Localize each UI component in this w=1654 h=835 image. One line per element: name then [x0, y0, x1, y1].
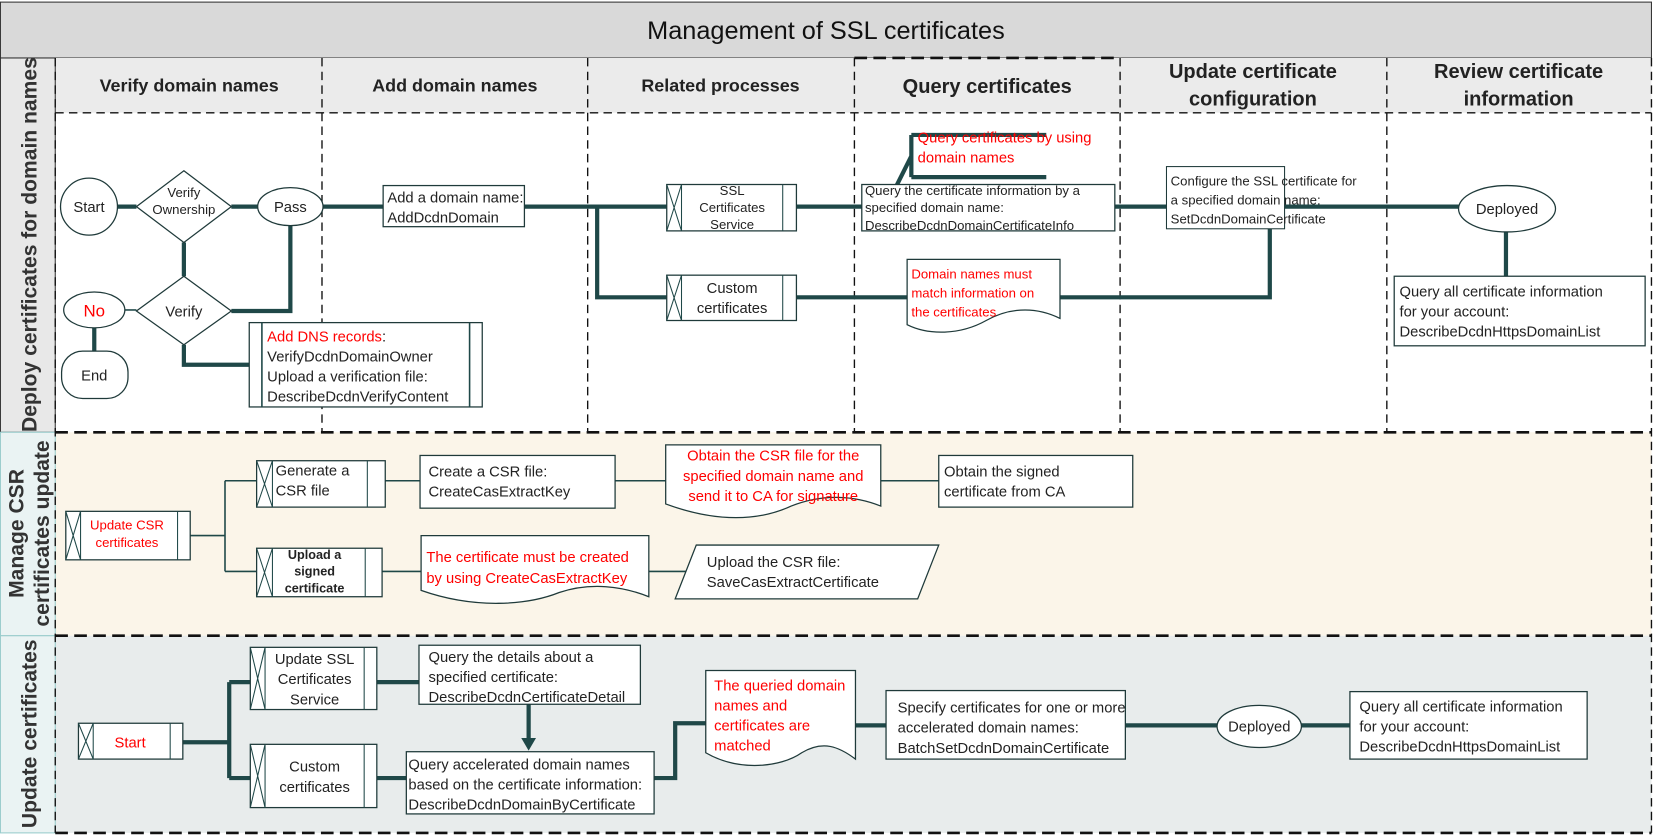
cert-details-box [418, 644, 642, 705]
match-note-doc [906, 258, 1061, 333]
deployed-node [1457, 184, 1557, 233]
column-header-query: Query certificates [903, 76, 1072, 98]
verify-ownership-decision [135, 170, 233, 244]
update-deployed-label: Deployed [1228, 720, 1290, 736]
update-start-label: Start [115, 735, 146, 751]
lane-label-deploy: Deploy certificates for domain names [18, 57, 41, 432]
update-query-all-box [1349, 690, 1588, 760]
start-node [59, 177, 119, 236]
batch-set-box [885, 689, 1126, 760]
dns-records-box [248, 321, 483, 408]
pass-node [257, 187, 324, 227]
update-start-box [77, 722, 184, 760]
no-label: No [83, 301, 105, 320]
update-csr-box [65, 510, 191, 561]
update-ssl-service-box [249, 646, 378, 711]
column-header-verify: Verify domain names [100, 76, 279, 96]
add-domain-text: Add a domain name:AddDcdnDomain [387, 190, 523, 226]
title-bar [0, 1, 1652, 59]
configure-box [1165, 166, 1286, 230]
lane-label-update: Update certificates [18, 639, 41, 828]
upload-signed-box [255, 547, 383, 598]
diagram-title: Management of SSL certificates [647, 17, 1005, 45]
pass-label: Pass [274, 200, 307, 216]
start-label: Start [73, 200, 104, 216]
column-header-add: Add domain names [372, 76, 537, 96]
query-all-box [1393, 275, 1646, 347]
update-custom-box [249, 743, 378, 809]
update-deployed-node [1216, 704, 1303, 749]
end-label: End [81, 369, 107, 385]
verify-decision [135, 275, 233, 346]
upload-csr-parallelogram [674, 544, 940, 600]
upload-csr-text: Upload the CSR file:SaveCasExtractCertif… [707, 555, 879, 591]
domain-by-cert-box [405, 751, 655, 815]
must-create-note-doc [420, 534, 650, 604]
matched-note-doc [705, 669, 857, 767]
generate-csr-box [255, 460, 386, 508]
obtain-csr-note-doc [665, 444, 882, 519]
arrow-down-icon [521, 738, 537, 751]
deployed-label: Deployed [1476, 202, 1538, 218]
verify-label: Verify [165, 304, 203, 320]
create-csr-box [419, 454, 616, 509]
query-info-box [861, 183, 1116, 232]
create-csr-text: Create a CSR file:CreateCasExtractKey [428, 465, 570, 501]
add-domain-box [382, 184, 526, 228]
obtain-signed-box [938, 454, 1134, 508]
no-node [63, 291, 126, 329]
column-header-row [55, 57, 1652, 113]
end-node [60, 350, 129, 400]
ssl-service-box [666, 183, 798, 232]
custom-certificates-box [666, 274, 798, 322]
column-header-related: Related processes [641, 76, 799, 96]
